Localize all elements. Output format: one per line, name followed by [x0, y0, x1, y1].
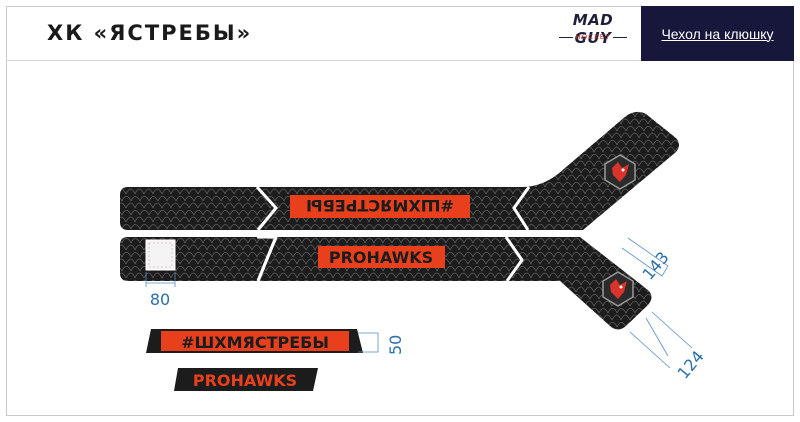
hashtag-text-sticker: #ШХМЯСТРЕБЫ — [181, 333, 329, 352]
page-title: ХК «ЯСТРЕБЫ» — [47, 21, 253, 45]
brand-text-sticker: PROHAWKS — [193, 371, 297, 390]
dimension-blade-width: 143 — [639, 248, 673, 284]
header-bar: ХК «ЯСТРЕБЫ» — [6, 6, 794, 61]
hawk-emblem-lower — [602, 271, 634, 307]
dimension-blade-length: 124 — [674, 347, 708, 383]
brand-sticker-strip: PROHAWKS — [174, 368, 318, 391]
mad-guy-logo: MAD GUY HOCKEY — [552, 9, 634, 49]
brand-label-shaft: PROHAWKS — [318, 246, 445, 268]
white-patch — [145, 239, 176, 271]
dimension-patch-width: 80 — [150, 290, 170, 309]
dimension-strip-height: 50 — [386, 335, 405, 355]
brand-text-shaft: PROHAWKS — [329, 248, 433, 267]
shaft-lower-panel — [120, 237, 652, 330]
hashtag-text-inverted: #ШХМЯСТРЕБЫ — [306, 196, 454, 215]
shaft-upper-panel — [120, 111, 679, 230]
hashtag-label-inverted: #ШХМЯСТРЕБЫ — [290, 195, 470, 218]
logo-subtitle: HOCKEY — [552, 33, 634, 41]
hashtag-sticker-strip: #ШХМЯСТРЕБЫ — [146, 329, 363, 353]
hawk-emblem-upper — [604, 154, 636, 190]
product-title-link[interactable]: Чехол на клюшку — [641, 6, 794, 61]
